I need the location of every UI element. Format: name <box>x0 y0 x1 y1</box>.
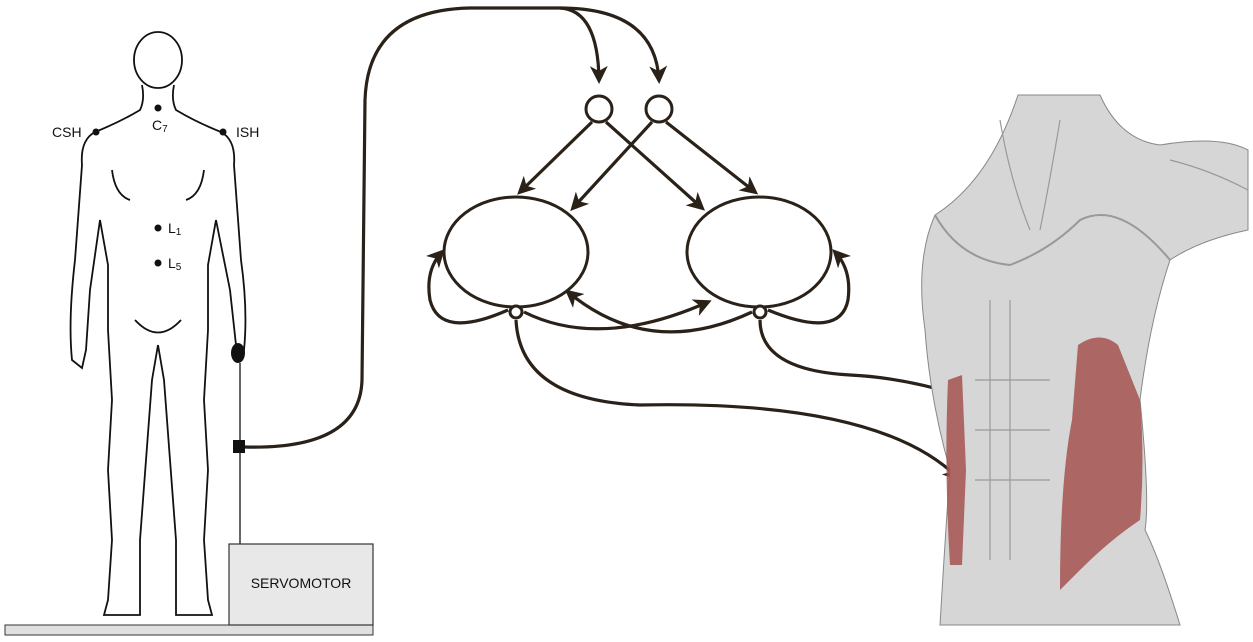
oscillator-right <box>685 195 833 309</box>
hand-grip <box>231 343 245 363</box>
label-l5: L5 <box>168 255 182 273</box>
input-node-left <box>584 94 614 124</box>
human-figure <box>69 31 247 616</box>
label-l1: L1 <box>168 220 182 238</box>
floor-platform <box>4 624 374 636</box>
body-markers <box>92 104 227 267</box>
input-node-right <box>644 94 674 124</box>
servomotor-box <box>228 543 374 626</box>
servomotor-label: SERVOMOTOR <box>251 575 352 591</box>
external-oblique-highlight <box>1060 337 1143 590</box>
neural-nodes <box>442 94 833 320</box>
network-connections <box>244 6 1102 481</box>
label-c7: C7 <box>152 117 168 135</box>
label-ish: ISH <box>236 124 259 140</box>
label-csh: CSH <box>52 124 82 140</box>
sensor <box>233 440 245 453</box>
torso-muscle-illustration <box>921 94 1249 626</box>
rectus-abdominis-highlight <box>946 375 966 565</box>
oscillator-left <box>442 195 590 309</box>
